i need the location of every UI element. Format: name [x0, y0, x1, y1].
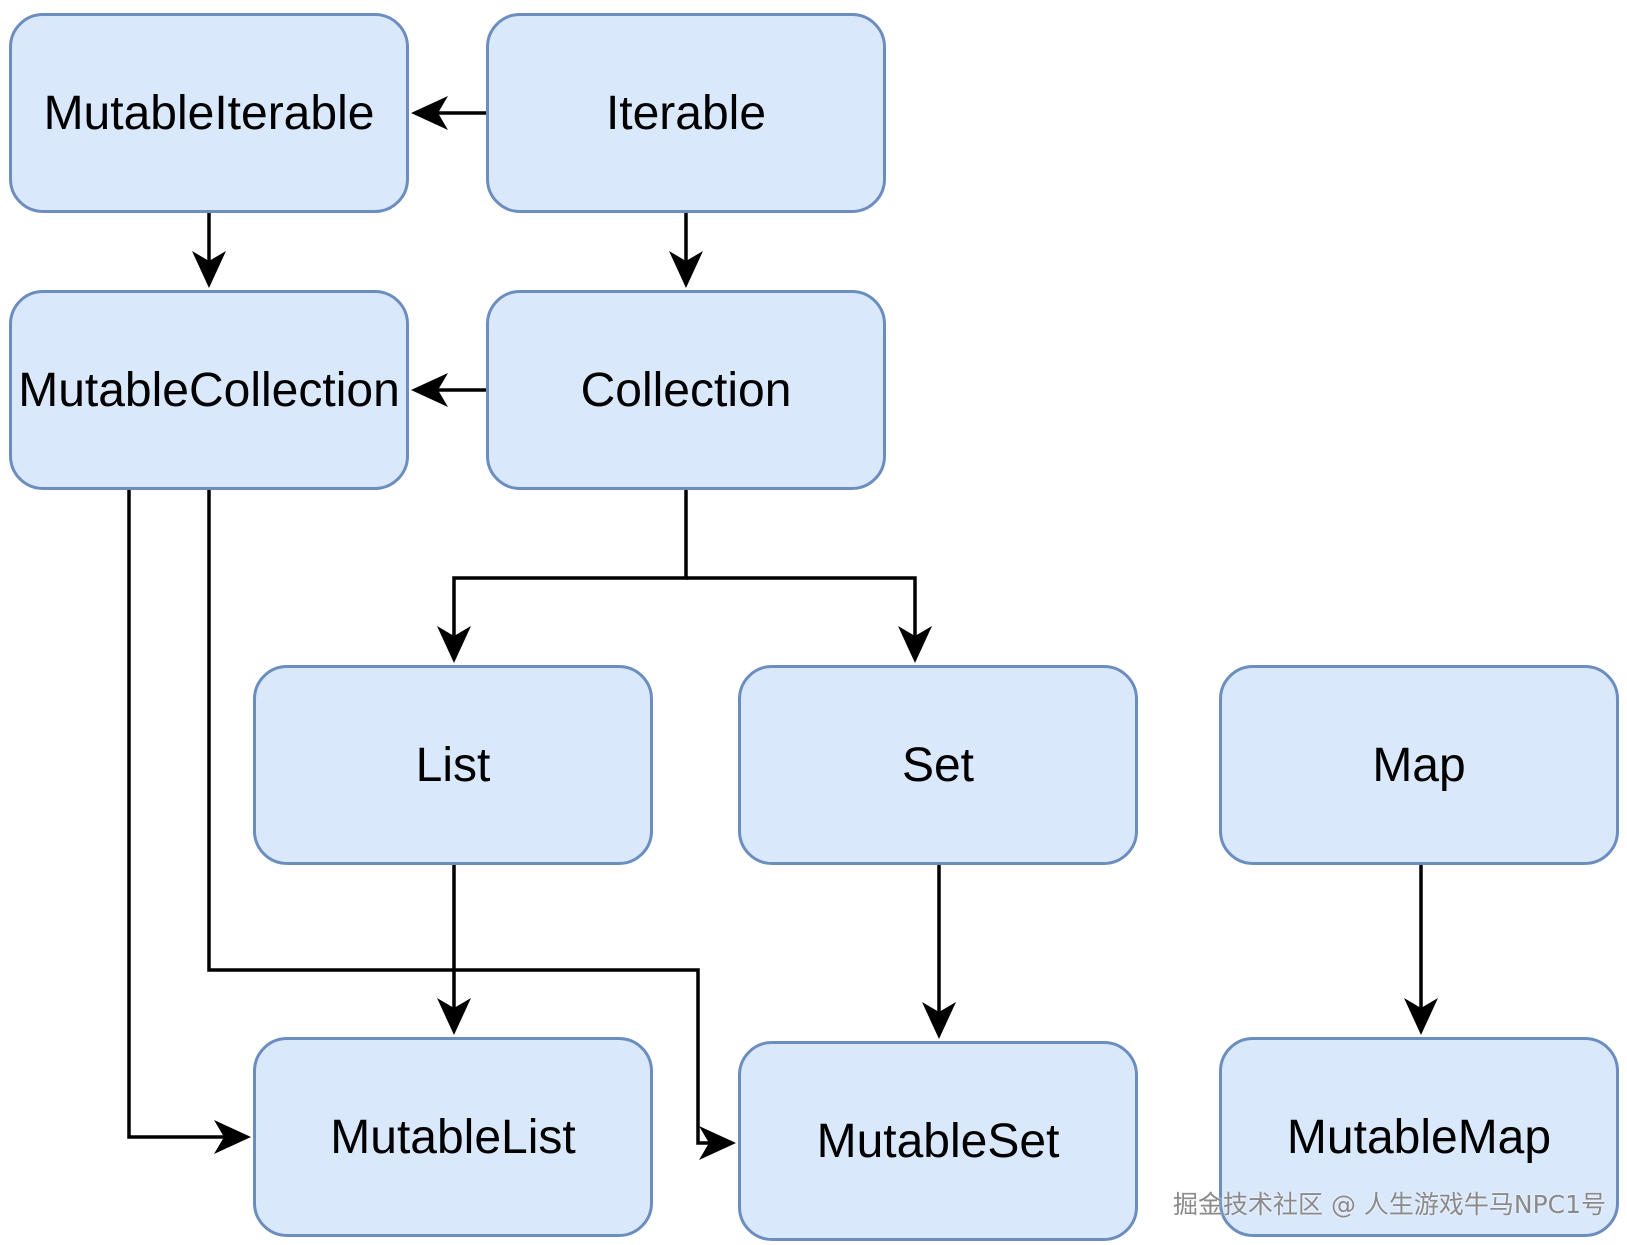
node-mutable-iterable: MutableIterable [9, 13, 409, 213]
edge-mutable-collection-to-mutable-set [207, 490, 718, 1145]
node-label: List [415, 738, 491, 792]
node-collection: Collection [486, 290, 886, 490]
arrowhead-mutable-list-left [214, 1120, 251, 1154]
node-mutable-list: MutableList [253, 1037, 653, 1237]
arrowhead-mutable-iterable [411, 96, 448, 130]
edge-collection-to-set [686, 576, 917, 645]
node-label: Set [901, 738, 975, 792]
node-label: MutableList [330, 1110, 576, 1164]
edge-mutable-collection-to-mutable-list [127, 490, 233, 1139]
node-label: Collection [580, 363, 792, 417]
node-label: MutableSet [816, 1114, 1060, 1168]
arrowhead-mutable-map [1404, 998, 1438, 1035]
node-mutable-collection: MutableCollection [9, 290, 409, 490]
node-set: Set [738, 665, 1138, 865]
arrowhead-mutable-list-top [437, 998, 471, 1035]
node-label: MutableMap [1286, 1110, 1552, 1164]
node-mutable-map: MutableMap [1219, 1037, 1619, 1237]
node-label: MutableIterable [43, 86, 375, 140]
node-map: Map [1219, 665, 1619, 865]
edge-collection-to-list [452, 490, 688, 645]
node-list: List [253, 665, 653, 865]
node-iterable: Iterable [486, 13, 886, 213]
watermark-text: 掘金技术社区 @ 人生游戏牛马NPC1号 [1173, 1190, 1607, 1219]
arrowhead-mutable-set-top [922, 1002, 956, 1039]
arrowhead-mutable-collection-right [411, 373, 448, 407]
node-label: Iterable [605, 86, 767, 140]
arrowhead-set [898, 626, 932, 663]
arrowhead-collection [669, 251, 703, 288]
arrowhead-list [437, 626, 471, 663]
node-label: Map [1372, 738, 1466, 792]
node-label: MutableCollection [18, 363, 400, 417]
arrowhead-mutable-set-left [699, 1126, 736, 1160]
arrowhead-mutable-collection-top [192, 251, 226, 288]
node-mutable-set: MutableSet [738, 1041, 1138, 1241]
